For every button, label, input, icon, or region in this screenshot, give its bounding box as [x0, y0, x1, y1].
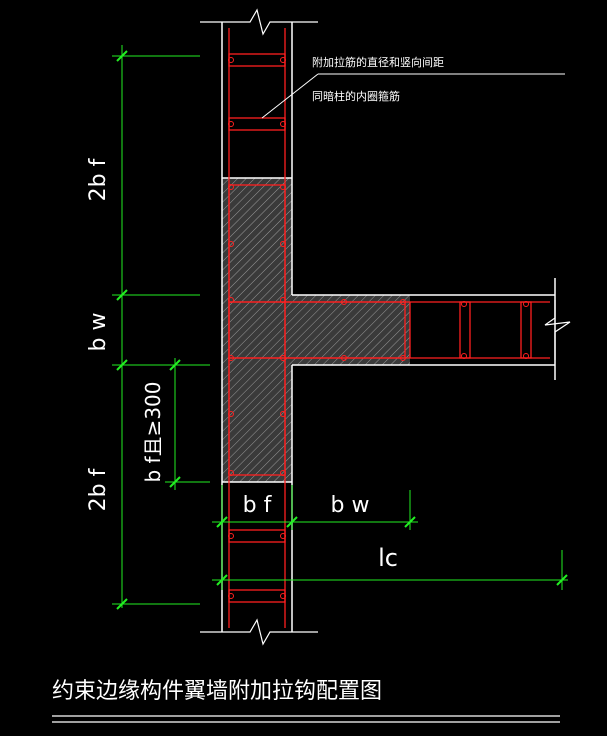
dim-left-top: 2b f — [86, 157, 111, 201]
break-line-top — [200, 8, 318, 36]
drawing-title: 约束边缘构件翼墙附加拉钩配置图 — [52, 679, 382, 704]
dim-bottom-bf: b f — [243, 493, 273, 518]
annotation-line-1: 附加拉筋的直径和竖向间距 — [312, 55, 444, 69]
hatched-boundary-element — [222, 178, 410, 482]
break-line-right — [544, 300, 571, 360]
annotation-leader — [261, 73, 565, 119]
title-underline — [52, 715, 560, 723]
dimension-lines — [112, 45, 568, 608]
dim-bottom-lc: lc — [378, 544, 398, 572]
break-line-bottom — [200, 618, 318, 646]
dimension-ticks — [116, 50, 568, 610]
dim-left-bottom: 2b f — [86, 467, 111, 511]
annotation-line-2: 同暗柱的内圈箍筋 — [312, 89, 400, 103]
dim-bottom-bw: b w — [331, 493, 370, 518]
dim-left-mid: b w — [86, 313, 111, 352]
rebar-bars — [228, 57, 529, 599]
dim-inner-left: b f且≥300 — [141, 381, 165, 482]
